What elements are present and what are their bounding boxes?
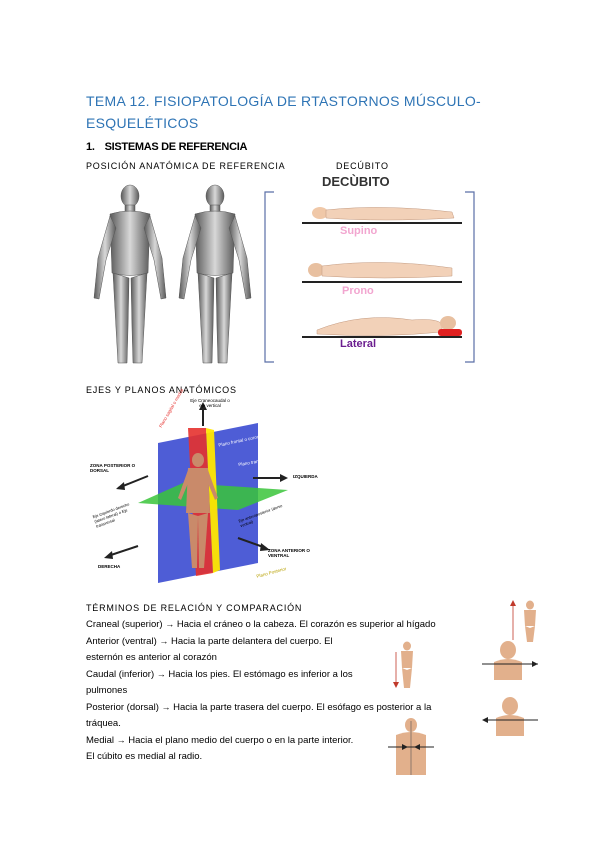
term-line: El cúbito es medial al radio. xyxy=(86,751,203,762)
terms-list: Craneal (superior) → Hacia el cráneo o l… xyxy=(86,616,466,765)
caudal-illustration xyxy=(393,641,413,688)
back-figure xyxy=(178,184,252,364)
decubito-figure: DECÙBITO Supino Prono Lateral xyxy=(262,172,477,372)
supine-body xyxy=(302,207,462,224)
medial-illustration xyxy=(388,718,434,775)
planes-figure: Eje Craneocaudal o eje vertical Plano sa… xyxy=(88,388,320,590)
lateral-body xyxy=(302,316,462,338)
front-figure xyxy=(93,184,167,364)
term-line: esternón es anterior al corazón xyxy=(86,652,217,663)
posterior-illustration xyxy=(482,697,538,736)
prone-body xyxy=(302,262,462,283)
term-line: Posterior (dorsal) → Hacia la parte tras… xyxy=(86,702,432,713)
term-line: tráquea. xyxy=(86,718,121,729)
body-silhouette xyxy=(178,453,218,568)
subhead-posicion: POSICIÓN ANATÓMICA DE REFERENCIA xyxy=(86,161,286,171)
term-line: Craneal (superior) → Hacia el cráneo o l… xyxy=(86,619,436,630)
section-label: SISTEMAS DE REFERENCIA xyxy=(104,141,248,153)
subhead-ejes: EJES Y PLANOS ANATÓMICOS xyxy=(86,385,237,395)
label-zona-posterior: ZONA POSTERIOR O DORSAL xyxy=(90,463,136,473)
term-line: pulmones xyxy=(86,685,128,696)
craneal-illustration xyxy=(510,600,536,642)
anterior-illustration xyxy=(482,641,538,680)
decubito-title: DECÙBITO xyxy=(322,174,390,189)
label-supino: Supino xyxy=(340,225,378,237)
term-line: Caudal (inferior) → Hacia los pies. El e… xyxy=(86,669,353,680)
label-zona-anterior: ZONA ANTERIOR O VENTRAL xyxy=(268,548,310,558)
section-heading: 1. SISTEMAS DE REFERENCIA xyxy=(86,141,247,153)
term-line: Anterior (ventral) → Hacia la parte dela… xyxy=(86,636,333,647)
subhead-terminos: TÉRMINOS DE RELACIÓN Y COMPARACIÓN xyxy=(86,603,303,613)
subhead-decubito: DECÚBITO xyxy=(336,161,389,171)
label-eje-cc: Eje Craneocaudal o eje vertical xyxy=(190,398,230,408)
anatomical-position-figure xyxy=(93,184,252,364)
term-line: Medial → Hacia el plano medio del cuerpo… xyxy=(86,735,354,746)
label-lateral: Lateral xyxy=(340,338,377,350)
section-number: 1. xyxy=(86,141,95,153)
page-title: TEMA 12. FISIOPATOLOGÍA DE RTASTORNOS MÚ… xyxy=(86,93,481,131)
label-derecha: DERECHA xyxy=(98,564,121,569)
arrow-derecha xyxy=(107,545,139,557)
label-prono: Prono xyxy=(342,285,374,297)
label-izquierda: IZQUIERDA xyxy=(293,474,318,479)
